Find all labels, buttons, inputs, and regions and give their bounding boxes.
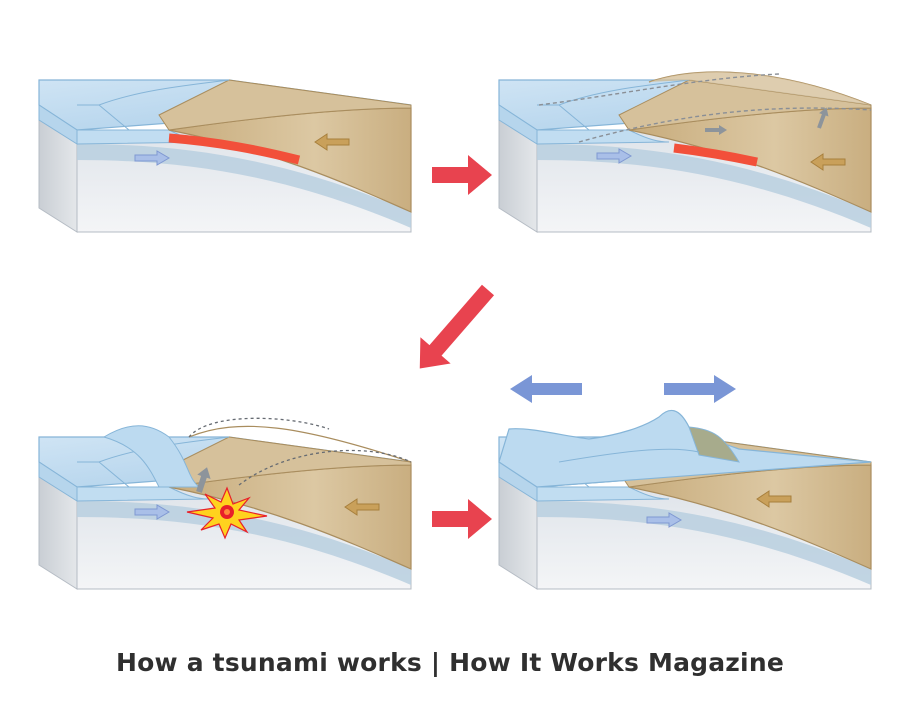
up-arrow-icon — [196, 467, 211, 493]
tsunami-diagram — [38, 71, 872, 590]
locked-zone-stress — [168, 133, 301, 165]
stage-4-panel — [498, 409, 872, 590]
caption: How a tsunami works | How It Works Magaz… — [116, 648, 784, 677]
stage-3-panel — [38, 417, 412, 590]
up-arrow-icon — [817, 107, 829, 129]
earthquake-burst-icon — [186, 486, 268, 540]
next-step-arrow-icon — [419, 284, 495, 369]
stage-1-panel — [38, 79, 412, 233]
stage-2-panel — [498, 71, 872, 233]
wave-right-arrow-icon — [664, 375, 736, 403]
push-arrow-icon — [705, 125, 727, 135]
wave-left-arrow-icon — [510, 375, 582, 403]
next-step-arrow-icon — [432, 499, 492, 539]
locked-zone-stress — [673, 143, 758, 167]
next-step-arrow-icon — [432, 155, 492, 195]
